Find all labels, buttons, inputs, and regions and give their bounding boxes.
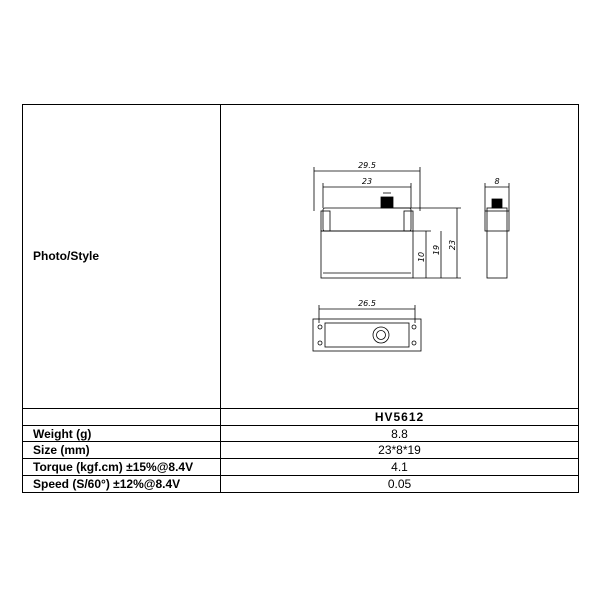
model-name: HV5612 [374,410,425,424]
column-divider [220,105,221,492]
spec-value-size: 23*8*19 [378,443,421,457]
spec-value-speed: 0.05 [387,477,412,491]
photo-style-label: Photo/Style [33,249,100,263]
spec-label-torque: Torque (kgf.cm) ±15%@8.4V [33,460,194,474]
output-spline [380,196,394,209]
servo-case [320,230,414,279]
servo-cap [322,207,412,232]
dim-thickness: 8 [494,177,499,186]
spec-label-size: Size (mm) [33,443,90,457]
spec-value-weight: 8.8 [391,427,408,441]
servo-technical-drawing: 29.5 23 8 26.5 10 19 23 [312,161,510,352]
dim-mount-spacing: 26.5 [358,299,376,308]
row-divider [23,475,578,476]
mount-tab-left [320,210,331,232]
spec-label-speed: Speed (S/60°) ±12%@8.4V [33,477,181,491]
dim-height-total: 23 [448,240,457,250]
mount-tab-right [403,210,414,232]
dim-height-mid: 19 [432,245,441,255]
spec-value-torque: 4.1 [391,460,408,474]
row-divider [23,458,578,459]
row-divider [23,408,578,409]
spec-label-weight: Weight (g) [33,427,92,441]
dim-width-body: 23 [362,177,372,186]
servo-bottom-view [312,318,422,352]
row-divider [23,441,578,442]
servo-end-view [486,207,508,279]
row-divider [23,425,578,426]
spec-sheet-table: Photo/Style [22,104,579,493]
dim-width-overall: 29.5 [358,161,376,170]
dim-height-lower: 10 [417,252,426,262]
